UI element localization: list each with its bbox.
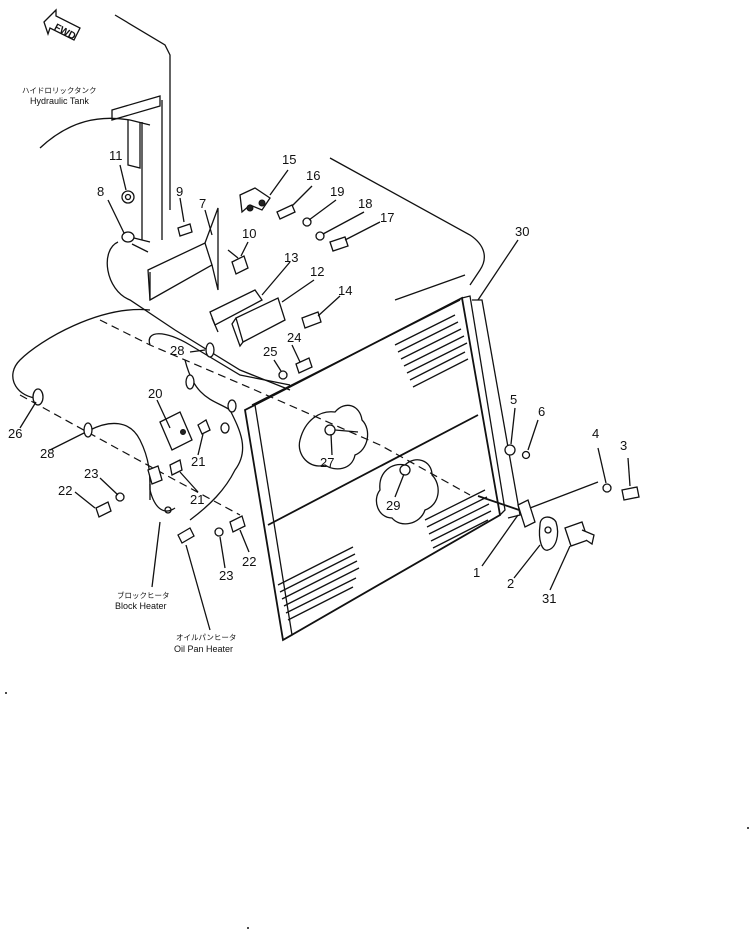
bolt-10	[227, 249, 249, 275]
part-number-12: 12	[310, 264, 324, 279]
fwd-arrow-icon: FWD	[43, 8, 81, 42]
bolt-9	[177, 223, 193, 237]
part-number-23-right: 23	[219, 568, 233, 583]
block-heater-label: Block Heater	[115, 601, 167, 611]
part-number-6: 6	[538, 404, 545, 419]
hydraulic-tank-label: Hydraulic Tank	[30, 96, 89, 106]
louvers-lower-right	[424, 489, 492, 549]
part-number-7: 7	[199, 196, 206, 211]
cover-edge-strip	[472, 299, 521, 519]
part-number-21-upper: 21	[191, 454, 205, 469]
wiring-harness	[12, 241, 291, 521]
louvers-lower-left	[277, 546, 360, 621]
part-number-24: 24	[287, 330, 301, 345]
part-number-2: 2	[507, 576, 514, 591]
part-number-8: 8	[97, 184, 104, 199]
part-number-22-right: 22	[242, 554, 256, 569]
part-number-labels: 11 8 9 7 10 15 16 19 18 17 13 12 14 24 2…	[8, 148, 627, 606]
plug-31	[564, 521, 595, 547]
stray-mark	[247, 927, 249, 929]
part-number-11: 11	[109, 148, 123, 163]
part-number-19: 19	[330, 184, 344, 199]
hydraulic-tank-label-jp: ハイドロリックタンク	[22, 86, 97, 95]
controller-box-12	[231, 297, 286, 348]
bolt-3	[621, 486, 640, 501]
cap-2	[538, 516, 559, 551]
part-number-30: 30	[515, 224, 529, 239]
part-number-18: 18	[358, 196, 372, 211]
part-number-9: 9	[176, 184, 183, 199]
part-number-16: 16	[306, 168, 320, 183]
part-number-4: 4	[592, 426, 599, 441]
louvers-upper	[394, 314, 469, 388]
part-number-23-left: 23	[84, 466, 98, 481]
part-number-31: 31	[542, 591, 556, 606]
bracket-7	[147, 207, 219, 302]
bolt-24	[295, 357, 313, 374]
part-number-29: 29	[386, 498, 400, 513]
grommet-28-lower	[83, 422, 93, 438]
oil-pan-heater-label-jp: オイルパンヒータ	[176, 633, 236, 642]
part-number-25: 25	[263, 344, 277, 359]
bolt-17	[329, 236, 349, 252]
oil-pan-heater-label: Oil Pan Heater	[174, 644, 233, 654]
stray-mark	[747, 827, 749, 829]
part-number-28-lower: 28	[40, 446, 54, 461]
nut-11	[121, 190, 135, 204]
side-cover-panel	[244, 295, 506, 642]
part-number-13: 13	[284, 250, 298, 265]
block-heater-label-jp: ブロックヒータ	[117, 590, 170, 600]
engine-hood-outline	[329, 157, 485, 301]
clamp-15	[239, 187, 271, 214]
clip-21-lower	[169, 459, 183, 476]
part-number-26: 26	[8, 426, 22, 441]
nut-25	[278, 370, 288, 380]
bolt-14	[301, 311, 322, 329]
washer-4	[602, 483, 612, 493]
cutaway-29	[375, 459, 439, 525]
heater-cable-dashed	[19, 394, 241, 516]
oil-pan-heater-element	[177, 527, 195, 544]
part-number-15: 15	[282, 152, 296, 167]
clip-21-upper	[197, 399, 237, 435]
harness-route-dashed	[99, 319, 471, 496]
part-number-1: 1	[473, 565, 480, 580]
part-number-14: 14	[338, 283, 352, 298]
receptacle-guide-line	[529, 481, 599, 509]
hydraulic-tank-outline	[39, 14, 171, 240]
part-number-21-lower: 21	[190, 492, 204, 507]
pin-16	[276, 204, 296, 220]
block-heater-element	[147, 465, 172, 514]
leader-lines	[19, 164, 631, 631]
part-number-17: 17	[380, 210, 394, 225]
washer-23-right	[214, 527, 224, 537]
receptacle-1	[477, 495, 536, 528]
nut-5	[504, 444, 516, 456]
part-number-28-upper: 28	[170, 343, 184, 358]
bolt-22-right	[229, 515, 246, 533]
part-number-5: 5	[510, 392, 517, 407]
grommet-28-upper	[185, 342, 215, 390]
part-number-27: 27	[320, 455, 334, 470]
part-number-20: 20	[148, 386, 162, 401]
part-number-3: 3	[620, 438, 627, 453]
washer-18	[315, 231, 325, 241]
bolt-22-left	[95, 501, 112, 518]
connector-8	[121, 231, 151, 253]
part-number-22-left: 22	[58, 483, 72, 498]
bracket-20	[159, 411, 193, 451]
clip-26	[32, 388, 44, 406]
bracket-13	[209, 289, 263, 333]
washer-6	[521, 450, 531, 460]
stray-mark	[5, 692, 7, 694]
part-number-10: 10	[242, 226, 256, 241]
